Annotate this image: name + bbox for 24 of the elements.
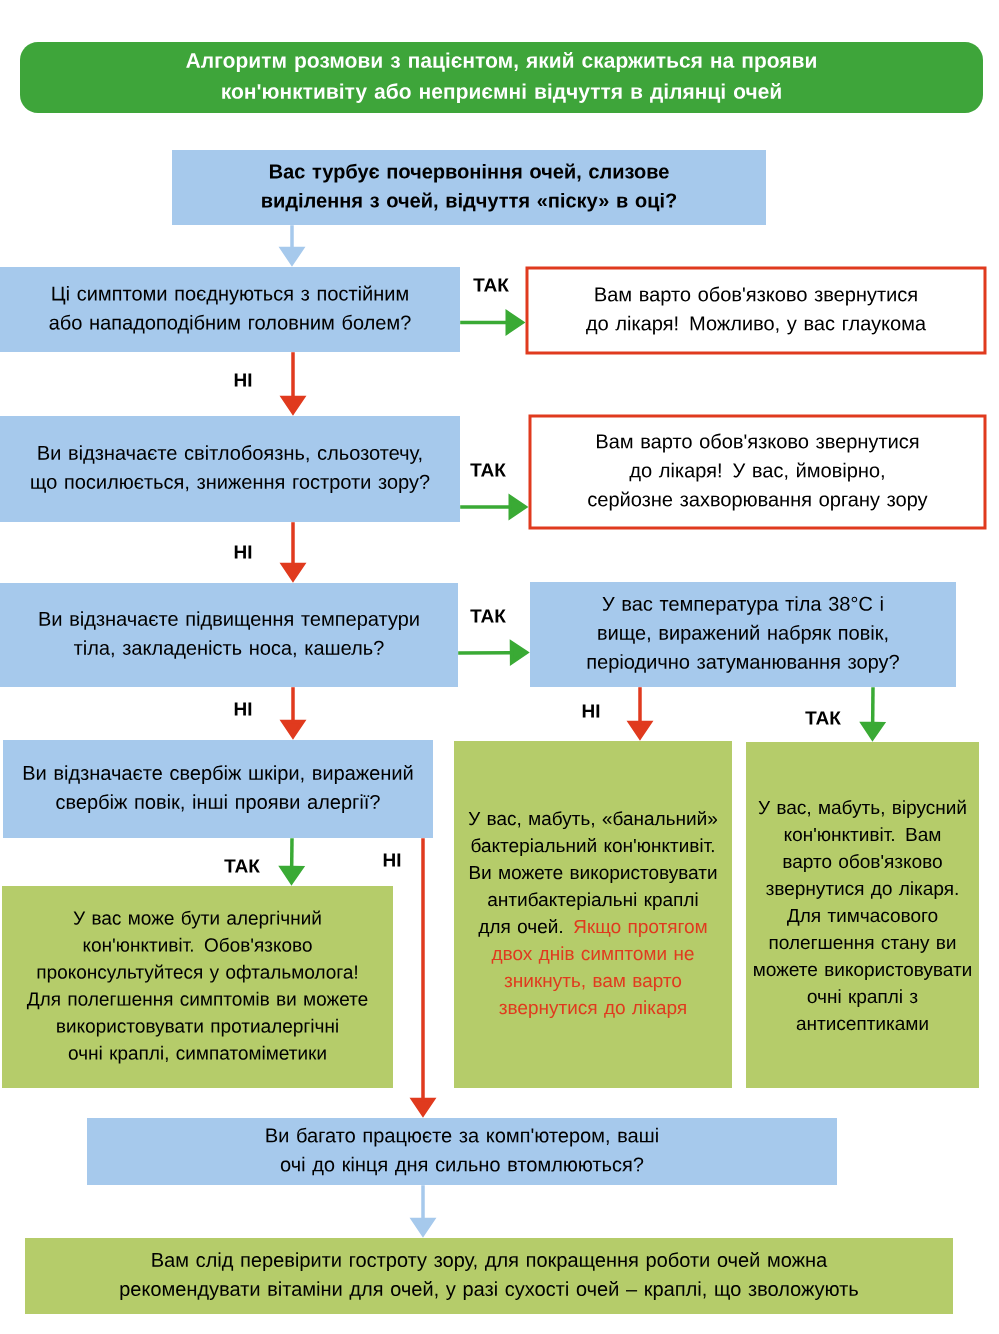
edge-label: НІ [381, 852, 403, 868]
edge-label: ТАК [804, 710, 842, 726]
question-box: Ці симптоми поєднуються з постійним або нападоподібним головним болем? [0, 267, 460, 352]
advice-box: У вас, мабуть, «банальний» бактеріальний кон'юнктивіт. Ви можете використовувати антибактеріальні краплі для очей. Якщо протягом двох днів симптоми не зникнуть, вам варто звернутися до лікаря [454, 741, 732, 1088]
edge-label: НІ [232, 372, 254, 388]
question-box: Ви відзначаєте світлобоязнь, сльозотечу, що посилюється, зниження гостроти зору? [0, 416, 460, 522]
advice-box: У вас може бути алергічний кон'юнктивіт. Обов'язково проконсультуйтеся у офтальмолога! Для полегшення симптомів ви можете використовувати протиалергічні очні краплі, симпатоміметики [2, 886, 393, 1088]
question-box: У вас температура тіла 38°C і вище, виражений набряк повік, періодично затуманювання зору? [530, 582, 956, 687]
question-box: Вас турбує почервоніння очей, слизове виділення з очей, відчуття «піску» в оці? [172, 150, 766, 225]
advice-box: Вам слід перевірити гостроту зору, для покращення роботи очей можна рекомендувати вітаміни для очей, у разі сухості очей – краплі, що зволожують [25, 1238, 953, 1314]
question-box: Ви відзначаєте свербіж шкіри, виражений свербіж повік, інші прояви алергії? [3, 740, 433, 838]
title-banner: Алгоритм розмови з пацієнтом, який скаржиться на прояви кон'юнктивіту або неприємні відчуття в ділянці очей [20, 42, 983, 113]
edge-label: НІ [232, 544, 254, 560]
edge-label: ТАК [469, 608, 507, 624]
question-box: Ви відзначаєте підвищення температури тіла, закладеність носа, кашель? [0, 583, 458, 687]
edge-label: ТАК [469, 462, 507, 478]
edge-label: ТАК [472, 277, 510, 293]
edge-label: НІ [580, 703, 602, 719]
advice-box: У вас, мабуть, вірусний кон'юнктивіт. Вам варто обов'язково звернутися до лікаря. Для тимчасового полегшення стану ви можете використовувати очні краплі з антисептиками [746, 742, 979, 1088]
edge-label: НІ [232, 701, 254, 717]
question-box: Ви багато працюєте за комп'ютером, ваші очі до кінця дня сильно втомлюються? [87, 1118, 837, 1185]
warning-box: Вам варто обов'язково звернутися до лікаря! У вас, ймовірно, серйозне захворювання органу зору [528, 414, 987, 530]
edge-label: ТАК [223, 858, 261, 874]
warning-box: Вам варто обов'язково звернутися до лікаря! Можливо, у вас глаукома [525, 266, 987, 355]
